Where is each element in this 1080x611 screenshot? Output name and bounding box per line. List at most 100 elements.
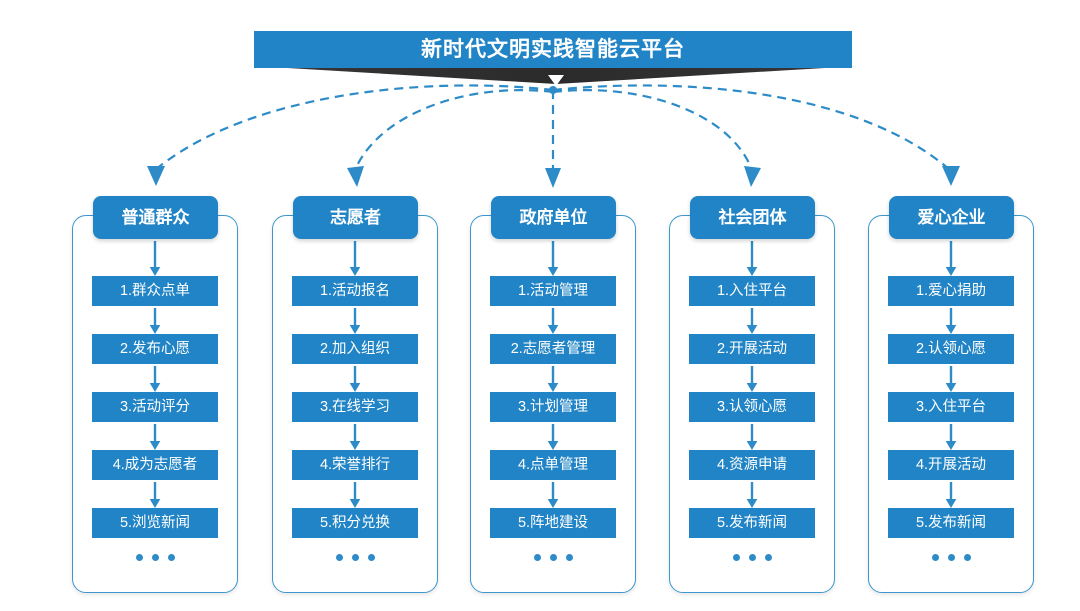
column-4-item-5[interactable]: 5.发布新闻 <box>689 508 815 538</box>
connector-to-col-2 <box>353 89 554 171</box>
column-5-item-5[interactable]: 5.发布新闻 <box>888 508 1014 538</box>
item-label: 1.群众点单 <box>119 282 191 299</box>
column-5-item-1[interactable]: 1.爱心捐助 <box>888 276 1014 306</box>
platform-title-banner: 新时代文明实践智能云平台 <box>254 31 858 86</box>
connector-to-col-4 <box>552 89 754 171</box>
column-2-item-5[interactable]: 5.积分兑换 <box>292 508 418 538</box>
item-label: 2.发布心愿 <box>119 340 191 357</box>
column-3-header[interactable]: 政府单位 <box>491 196 616 239</box>
item-label: 3.认领心愿 <box>716 398 788 415</box>
step-arrow-4 <box>746 480 758 508</box>
column-3-item-4[interactable]: 4.点单管理 <box>490 450 616 480</box>
column-5-item-4[interactable]: 4.开展活动 <box>888 450 1014 480</box>
column-2-item-2[interactable]: 2.加入组织 <box>292 334 418 364</box>
ellipsis-dot <box>135 553 143 561</box>
header-to-item-arrow <box>349 239 361 276</box>
item-label: 2.认领心愿 <box>915 340 987 357</box>
header-to-item-arrow <box>547 239 559 276</box>
header-to-item-arrow <box>746 239 758 276</box>
column-body: 1.群众点单 2.发布心愿 3.活动评分 4.成为志愿者 5.浏览新闻 <box>72 239 238 593</box>
connector-arrowhead-3 <box>545 168 561 188</box>
ellipsis-dot <box>565 553 573 561</box>
column-1-item-2[interactable]: 2.发布心愿 <box>92 334 218 364</box>
banner-shadow-ribbon <box>254 66 858 86</box>
ellipsis-dot <box>764 553 772 561</box>
column-4-item-1[interactable]: 1.入住平台 <box>689 276 815 306</box>
column-5-item-3[interactable]: 3.入住平台 <box>888 392 1014 422</box>
column-3-item-2[interactable]: 2.志愿者管理 <box>490 334 616 364</box>
step-arrow-3 <box>945 422 957 450</box>
step-arrow-4 <box>945 480 957 508</box>
column-header-label: 爱心企业 <box>917 208 986 227</box>
step-arrow-1 <box>746 306 758 334</box>
column-body: 1.活动管理 2.志愿者管理 3.计划管理 4.点单管理 5.阵地建设 <box>470 239 636 593</box>
column-2-more-indicator[interactable] <box>335 538 375 576</box>
item-label: 1.入住平台 <box>716 282 788 299</box>
ellipsis-dot <box>151 553 159 561</box>
column-1-item-4[interactable]: 4.成为志愿者 <box>92 450 218 480</box>
column-5-more-indicator[interactable] <box>931 538 971 576</box>
ellipsis-dot <box>963 553 971 561</box>
column-2-item-4[interactable]: 4.荣誉排行 <box>292 450 418 480</box>
column-3-more-indicator[interactable] <box>533 538 573 576</box>
step-arrow-1 <box>547 306 559 334</box>
column-1-item-5[interactable]: 5.浏览新闻 <box>92 508 218 538</box>
column-1-item-1[interactable]: 1.群众点单 <box>92 276 218 306</box>
item-label: 3.在线学习 <box>319 398 391 415</box>
step-arrow-3 <box>349 422 361 450</box>
item-label: 5.浏览新闻 <box>119 514 191 531</box>
step-arrow-2 <box>945 364 957 392</box>
column-4-more-indicator[interactable] <box>732 538 772 576</box>
step-arrow-3 <box>547 422 559 450</box>
column-3-item-1[interactable]: 1.活动管理 <box>490 276 616 306</box>
column-header-label: 政府单位 <box>519 208 588 227</box>
column-1-item-3[interactable]: 3.活动评分 <box>92 392 218 422</box>
item-label: 5.积分兑换 <box>319 514 391 531</box>
item-label: 1.爱心捐助 <box>915 282 987 299</box>
step-arrow-2 <box>149 364 161 392</box>
ellipsis-dot <box>748 553 756 561</box>
ellipsis-dot <box>533 553 541 561</box>
step-arrow-2 <box>547 364 559 392</box>
connector-arrowhead-2 <box>347 166 364 187</box>
column-header-label: 志愿者 <box>330 208 381 227</box>
item-label: 4.开展活动 <box>915 456 987 473</box>
column-5-item-2[interactable]: 2.认领心愿 <box>888 334 1014 364</box>
header-to-item-arrow <box>945 239 957 276</box>
ellipsis-dot <box>167 553 175 561</box>
item-label: 4.点单管理 <box>517 456 589 473</box>
column-header-label: 社会团体 <box>718 208 787 227</box>
item-label: 5.阵地建设 <box>517 514 589 531</box>
step-arrow-4 <box>149 480 161 508</box>
ellipsis-dot <box>367 553 375 561</box>
step-arrow-4 <box>547 480 559 508</box>
column-5: 1.爱心捐助 2.认领心愿 3.入住平台 4.开展活动 5.发布新闻 爱心企业 <box>868 196 1034 593</box>
column-4-header[interactable]: 社会团体 <box>690 196 815 239</box>
item-label: 2.志愿者管理 <box>510 340 596 357</box>
column-2-item-1[interactable]: 1.活动报名 <box>292 276 418 306</box>
ellipsis-dot <box>931 553 939 561</box>
connector-hub <box>549 86 557 94</box>
step-arrow-1 <box>349 306 361 334</box>
step-arrow-1 <box>149 306 161 334</box>
step-arrow-2 <box>746 364 758 392</box>
step-arrow-2 <box>349 364 361 392</box>
column-3-item-5[interactable]: 5.阵地建设 <box>490 508 616 538</box>
column-1-more-indicator[interactable] <box>135 538 175 576</box>
column-5-header[interactable]: 爱心企业 <box>889 196 1014 239</box>
column-2-item-3[interactable]: 3.在线学习 <box>292 392 418 422</box>
column-2-header[interactable]: 志愿者 <box>293 196 418 239</box>
column-body: 1.爱心捐助 2.认领心愿 3.入住平台 4.开展活动 5.发布新闻 <box>868 239 1034 593</box>
column-4-item-3[interactable]: 3.认领心愿 <box>689 392 815 422</box>
column-4-item-2[interactable]: 2.开展活动 <box>689 334 815 364</box>
item-label: 4.荣誉排行 <box>319 456 391 473</box>
item-label: 3.活动评分 <box>119 398 191 415</box>
column-1-header[interactable]: 普通群众 <box>93 196 218 239</box>
platform-title-text: 新时代文明实践智能云平台 <box>421 38 685 61</box>
item-label: 3.入住平台 <box>915 398 987 415</box>
step-arrow-1 <box>945 306 957 334</box>
column-3-item-3[interactable]: 3.计划管理 <box>490 392 616 422</box>
ellipsis-dot <box>351 553 359 561</box>
column-4-item-4[interactable]: 4.资源申请 <box>689 450 815 480</box>
